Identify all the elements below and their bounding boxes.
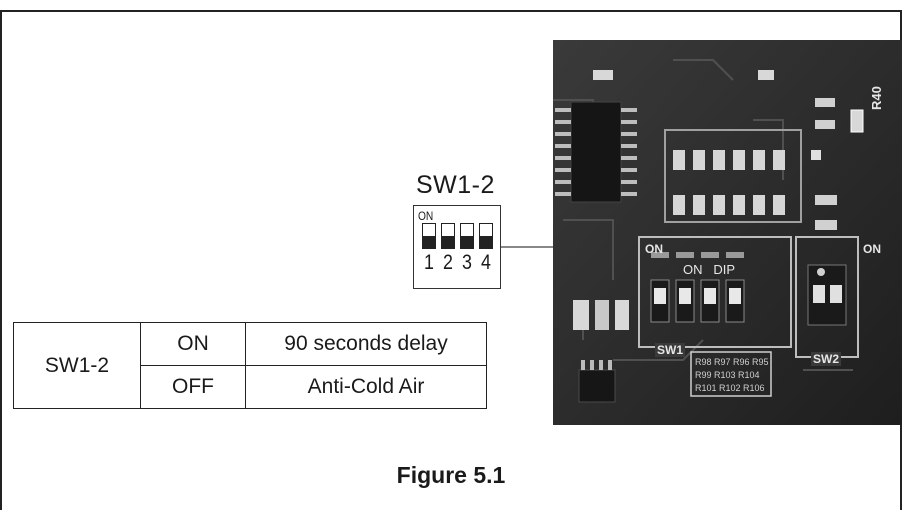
- switch-title: SW1-2: [416, 171, 495, 199]
- table-group-cell: SW1-2: [13, 322, 141, 409]
- sw1-2-settings-table: SW1-2 ON 90 seconds delay OFF Anti-Cold …: [13, 322, 487, 409]
- dip-number-2: 2: [443, 251, 453, 274]
- dip-toggle-1: [422, 223, 436, 249]
- table-state-cell: OFF: [140, 365, 246, 409]
- table-state-cell: ON: [140, 322, 246, 366]
- table-row: SW1-2 ON 90 seconds delay: [13, 322, 487, 409]
- dip-toggle-4: [479, 223, 493, 249]
- pcb-r40-label: R40: [869, 86, 884, 110]
- table-description-cell: Anti-Cold Air: [245, 365, 487, 409]
- table-description-cell: 90 seconds delay: [245, 322, 487, 366]
- dip-on-label: ON: [418, 209, 434, 223]
- svg-text:R99 R103 R104: R99 R103 R104: [695, 370, 760, 380]
- table-row: OFF Anti-Cold Air: [14, 365, 487, 409]
- pcb-dip-text: ON DIP: [683, 262, 736, 277]
- dip-switch-illustration: ON 1 2 3 4: [413, 205, 501, 289]
- pcb-sw2-label: SW2: [811, 352, 842, 366]
- pcb-dip-on-label: ON: [645, 242, 663, 256]
- dip-number-4: 4: [481, 251, 491, 274]
- pcb-photo: R98 R97 R96 R95 R99 R103 R104 R101 R102 …: [553, 40, 902, 425]
- dip-toggle-3: [460, 223, 474, 249]
- dip-toggle-2: [441, 223, 455, 249]
- pcb-right-on-label: ON: [863, 242, 881, 256]
- dip-number-3: 3: [462, 251, 472, 274]
- svg-text:R101 R102 R106: R101 R102 R106: [695, 383, 765, 393]
- figure-caption: Figure 5.1: [396, 462, 506, 488]
- dip-number-1: 1: [424, 251, 434, 274]
- pcb-sw1-label: SW1: [655, 343, 686, 357]
- svg-text:R98 R97 R96 R95: R98 R97 R96 R95: [695, 357, 769, 367]
